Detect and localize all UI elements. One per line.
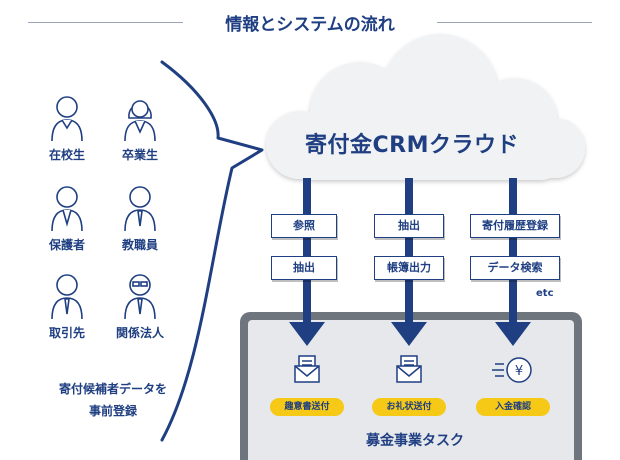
etc-label: etc	[536, 288, 554, 299]
flow-box: 帳簿出力	[374, 256, 444, 280]
title-divider-left	[28, 22, 183, 23]
envelope-icon	[294, 355, 320, 383]
woman-icon	[124, 100, 156, 142]
flow-arrow-3	[495, 178, 531, 346]
flow-box: 抽出	[374, 214, 444, 238]
task-badge: 入金確認	[476, 398, 550, 416]
page-title: 情報とシステムの流れ	[225, 15, 395, 35]
flow-box: 抽出	[271, 256, 337, 280]
svg-text:¥: ¥	[515, 364, 523, 379]
person-related-corporations: 関係法人	[110, 272, 170, 341]
pre-registration-note: 寄付候補者データを 事前登録	[28, 378, 198, 422]
person-label: 卒業生	[121, 148, 158, 162]
yen-coin-icon: ¥	[492, 357, 532, 383]
person-faculty: 教職員	[110, 184, 170, 253]
person-label: 取引先	[48, 326, 85, 340]
task-badge: 趣意書送付	[270, 398, 344, 416]
person-label: 関係法人	[115, 326, 164, 340]
task-panel-title: 募金事業タスク	[366, 433, 464, 449]
note-line: 寄付候補者データを	[58, 382, 167, 396]
person-alumni: 卒業生	[110, 94, 170, 163]
flow-arrow-1	[289, 178, 325, 346]
person-current-students: 在校生	[37, 94, 97, 163]
businessperson-icon	[51, 274, 83, 320]
title-divider-right	[437, 22, 592, 23]
note-line: 事前登録	[88, 404, 137, 418]
person-guardians: 保護者	[37, 184, 97, 253]
faculty-icon	[124, 186, 156, 232]
person-business-partners: 取引先	[37, 272, 97, 341]
cloud-label: 寄付金CRMクラウド	[305, 133, 519, 158]
flow-box: 寄付履歴登録	[470, 214, 560, 238]
executive-icon	[124, 274, 156, 320]
person-label: 保護者	[48, 238, 85, 252]
parent-icon	[51, 186, 83, 232]
person-label: 在校生	[48, 148, 85, 162]
person-label: 教職員	[121, 238, 158, 252]
flow-arrow-2	[391, 178, 427, 346]
cloud-shape	[266, 34, 585, 180]
envelope-icon	[396, 355, 422, 383]
flow-box: 参照	[271, 214, 337, 238]
student-icon	[51, 96, 83, 142]
task-panel	[248, 320, 574, 460]
speech-bubble-outline	[160, 60, 264, 442]
flow-box: データ検索	[470, 256, 560, 280]
task-badge: お礼状送付	[372, 398, 446, 416]
